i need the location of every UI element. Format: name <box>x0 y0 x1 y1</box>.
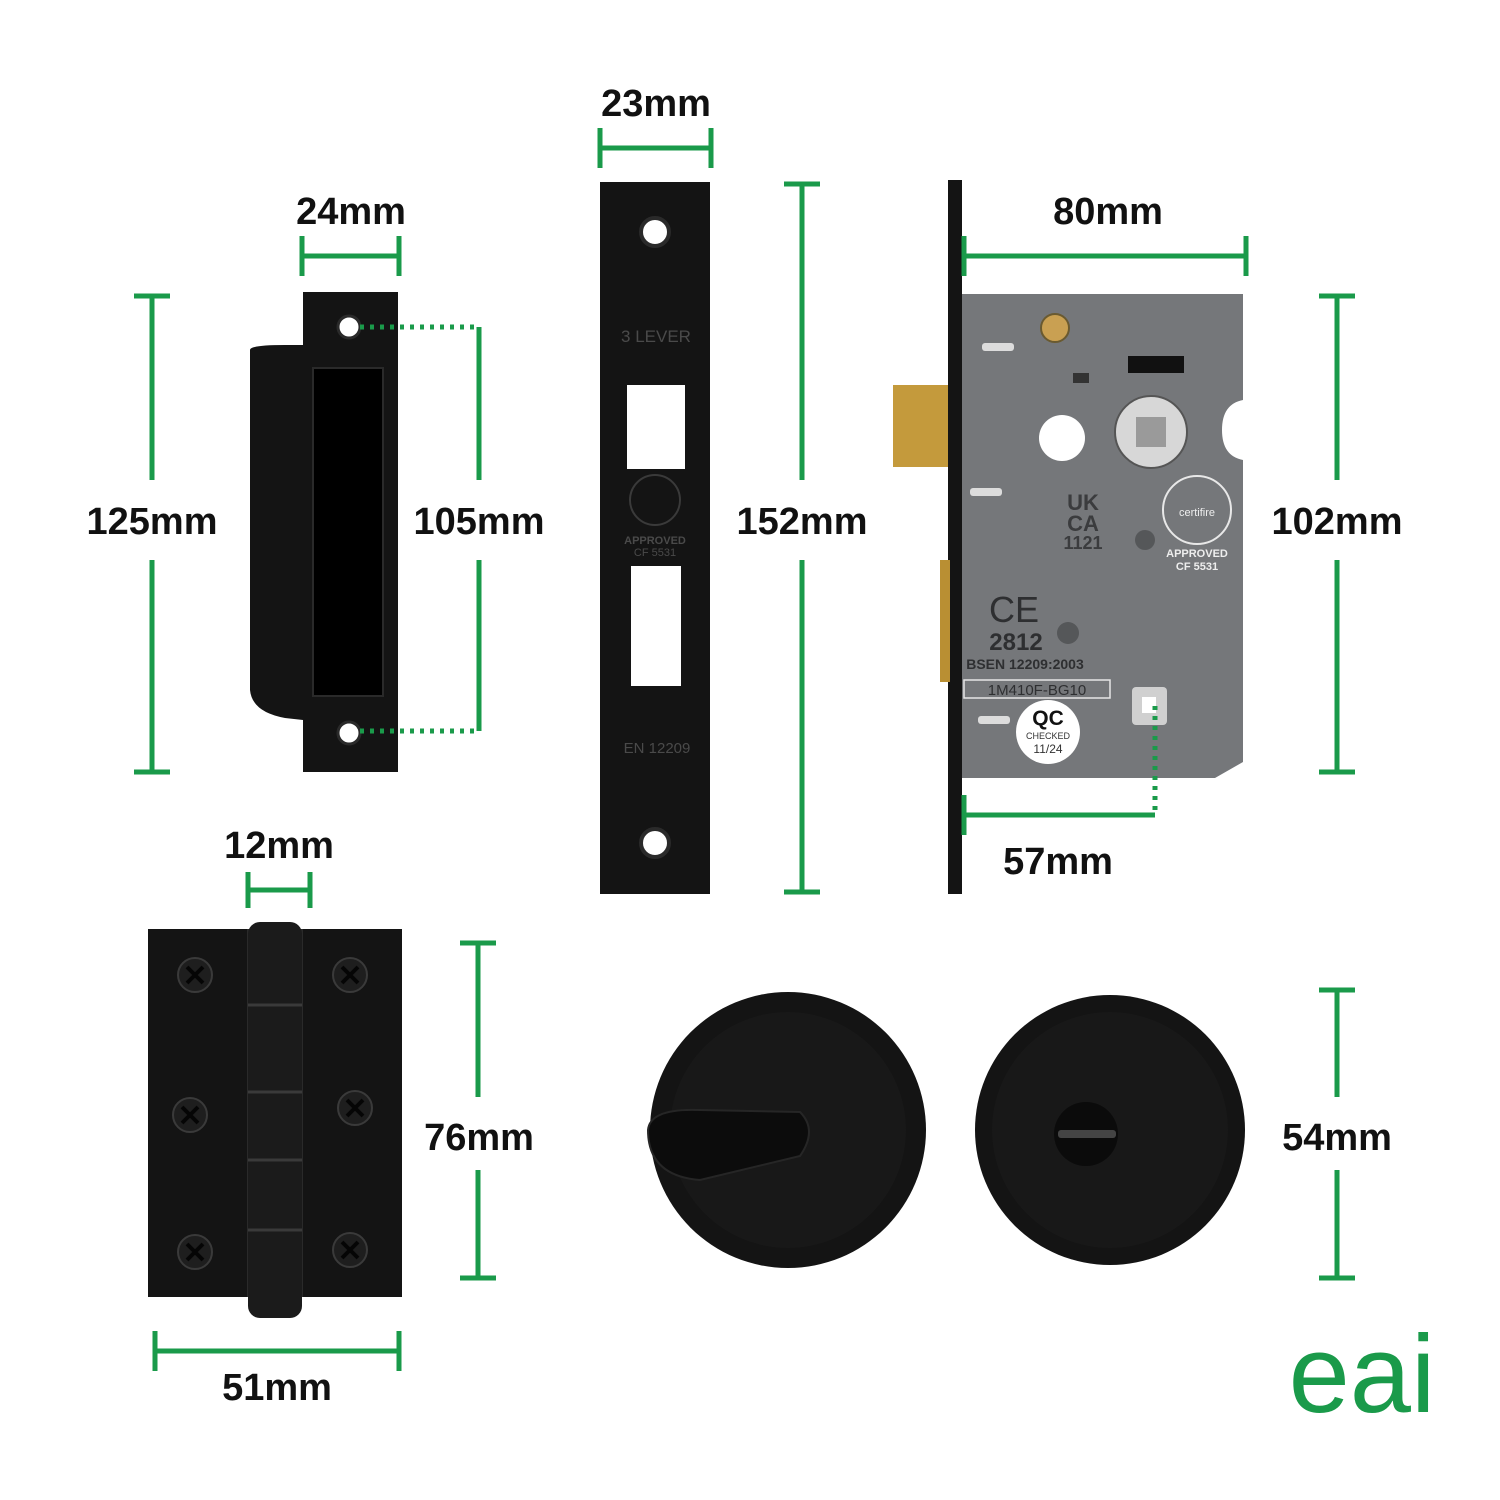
case-part-code-box <box>963 679 1111 699</box>
forend-cert-stamp <box>629 474 681 526</box>
hinge-screw-slot <box>185 1242 205 1262</box>
thumbturn-handle <box>646 1108 810 1182</box>
keep-hole-pitch-label: 105mm <box>413 501 545 543</box>
dimension-lines <box>134 128 1355 1371</box>
case-certifire: certifire <box>1179 507 1215 519</box>
forend-approved-text: APPROVED <box>624 535 686 547</box>
case-screw <box>1040 313 1070 343</box>
forend-latch-slot <box>627 385 685 469</box>
forend-standard-text: EN 12209 <box>624 740 691 757</box>
eai-logo: eai <box>1289 1313 1436 1436</box>
striking-keep <box>250 292 398 772</box>
keep-screw-hole-top <box>336 314 362 340</box>
hinge-screw-slot <box>345 1098 365 1118</box>
ball-bearing-hinge <box>148 922 402 1318</box>
hinge-knuckle-label: 12mm <box>224 825 334 867</box>
keep-width-label: 24mm <box>296 191 406 233</box>
qc-date: 11/24 <box>1033 742 1062 756</box>
rose-diameter-label: 54mm <box>1282 1117 1392 1159</box>
hinge-knuckle-joints <box>248 1003 302 1232</box>
case-slot <box>1128 356 1184 373</box>
case-stud-1 <box>1135 530 1155 550</box>
keep-aperture <box>312 367 384 697</box>
qc-title: QC <box>1032 707 1064 730</box>
forend-screw-hole-bottom <box>639 827 671 859</box>
case-rivet-3 <box>978 716 1010 724</box>
case-height-label: 102mm <box>1271 501 1403 543</box>
hinge-knuckle <box>248 922 302 1318</box>
forend-cert-code: CF 5531 <box>634 547 676 559</box>
hinge-width-label: 51mm <box>222 1367 332 1409</box>
hinge-screw-slot <box>185 965 205 985</box>
qc-checked: CHECKED <box>1026 731 1071 741</box>
thumbturn-rose <box>646 992 926 1268</box>
release-slot <box>1058 1130 1116 1138</box>
latch-bolt <box>893 385 948 467</box>
hinge-screw-slot <box>340 965 360 985</box>
case-forend-edge <box>948 180 962 894</box>
sashlock-case <box>893 180 1243 894</box>
case-ukca-line2: CA <box>1067 511 1099 536</box>
logo-text: eai <box>1289 1313 1436 1436</box>
case-indicator <box>1073 373 1089 383</box>
hinge-screw-slot <box>340 1240 360 1260</box>
case-width-label: 80mm <box>1053 191 1163 233</box>
case-standard: BSEN 12209:2003 <box>966 656 1084 672</box>
case-turn-square <box>1142 697 1156 713</box>
hinge-screws <box>172 957 373 1270</box>
forend-body <box>600 182 710 894</box>
case-stud-2 <box>1057 622 1079 644</box>
forend-lever-text: 3 LEVER <box>621 327 691 346</box>
keep-screw-hole-bottom <box>336 720 362 746</box>
case-certifire-stamp <box>1162 475 1232 545</box>
case-ce-mark: CE <box>989 589 1039 630</box>
forend-width-label: 23mm <box>601 83 711 125</box>
part-markings: 3 LEVER APPROVED CF 5531 EN 12209 UK CA … <box>621 327 1228 757</box>
case-cert-code: CF 5531 <box>1176 561 1218 573</box>
qc-sticker <box>1016 700 1080 764</box>
case-ce-code: 2812 <box>989 629 1042 656</box>
hinge-height-label: 76mm <box>424 1117 534 1159</box>
case-ukca-code: 1121 <box>1063 533 1102 553</box>
forend-bolt-slot <box>631 566 681 686</box>
release-rose <box>975 995 1245 1265</box>
hinge-screw-slot <box>180 1105 200 1125</box>
backset-label: 57mm <box>1003 841 1113 883</box>
case-spindle-hole <box>1039 415 1085 461</box>
case-approved-text: APPROVED <box>1166 548 1228 560</box>
deadbolt-edge <box>940 560 950 682</box>
forend-plate <box>600 182 710 894</box>
case-rivet-2 <box>970 488 1002 496</box>
case-follower-square <box>1136 417 1166 447</box>
case-ukca-line1: UK <box>1067 490 1099 515</box>
keep-height-label: 125mm <box>86 501 218 543</box>
forend-height-label: 152mm <box>736 501 868 543</box>
forend-screw-hole-top <box>639 216 671 248</box>
case-part-code: 1M410F-BG10 <box>988 682 1086 699</box>
case-rivet-1 <box>982 343 1014 351</box>
